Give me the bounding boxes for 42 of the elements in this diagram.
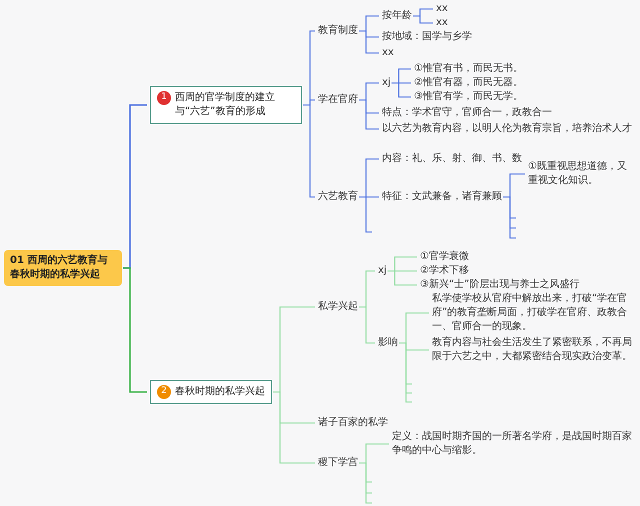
topic-label: 私学兴起 [318,300,358,314]
topic-label: 影响 [378,336,398,350]
topic-label: 学在官府 [318,93,358,107]
topic-label: ①官学衰微 [420,250,469,264]
topic-label: 六艺教育 [318,190,358,204]
branch-line [388,270,417,286]
topic-label: 私学使学校从官府中解放出来，打破“学在官府”的教育垄断局面，打破学在官府、政教合一、官师合一的现象。 [432,292,636,334]
topic-label: xx [436,16,448,30]
topic-title: 春秋时期的私学兴起 [175,385,265,399]
topic-label: 诸子百家的私学 [318,416,388,430]
topic-label: ①惟官有书，而民无书。 [414,62,523,76]
topic-label: ①既重视思想道德，又重视文化知识。 [528,160,636,188]
topic-label: 特征：文武兼备，诸育兼顾 [382,190,502,204]
topic-box [150,380,272,404]
topic-label: 按年龄 [382,9,412,23]
number-badge: 1 [157,91,171,105]
topic-label: ②学术下移 [420,264,469,278]
topic-box [150,86,302,124]
topic-label: 稷下学宫 [318,456,358,470]
topic-label: ③新兴“士”阶层出现与养士之风盛行 [420,278,580,292]
topic-label: 教育内容与社会生活发生了紧密联系，不再局限于六艺之中，大都紧密结合现实政治变革。 [432,336,636,364]
branch-line [392,82,411,98]
topic-label: xj [382,76,391,90]
branch-line [503,196,516,239]
number-badge: 2 [157,385,171,399]
topic-label: 特点：学术官守，官师合一，政教合一 [382,106,552,120]
topic-label: 教育制度 [318,24,358,38]
topic-label: ②惟官有器，而民无器。 [414,76,523,90]
central-topic: 01 西周的六艺教育与春秋时期的私学兴起 [4,250,122,286]
topic-label: ③惟官有学，而民无学。 [414,90,523,104]
branch-line [123,267,147,393]
topic-label: 内容：礼、乐、射、御、书、数 [382,152,522,166]
topic-label: 以六艺为教育内容，以明人伦为教育宗旨，培养治术人才 [382,122,636,136]
topic-label: 定义：战国时期齐国的一所著名学府，是战国时期百家争鸣的中心与缩影。 [392,430,636,458]
topic-title: 西周的官学制度的建立与“六艺”教育的形成 [175,91,276,119]
topic-label: 按地域：国学与乡学 [382,30,472,44]
branch-line [359,196,372,233]
branch-line [359,30,379,54]
topic-label: xj [378,264,387,278]
branch-line [413,15,433,24]
topic-label: xx [382,46,394,60]
topic-label: xx [436,2,448,16]
